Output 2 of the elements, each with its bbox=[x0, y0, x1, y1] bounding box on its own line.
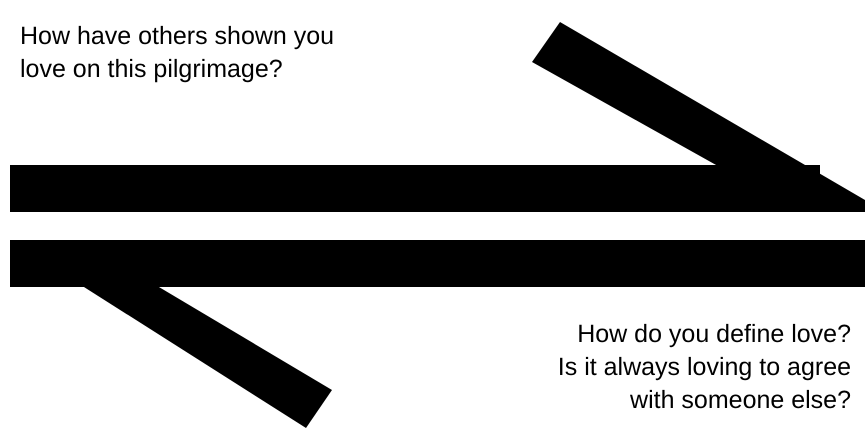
question-text: How have others shown you love on this pilgrimage? bbox=[20, 21, 336, 85]
question-text: How do you define love? Is it always loving to agree with someone else? bbox=[556, 319, 851, 416]
